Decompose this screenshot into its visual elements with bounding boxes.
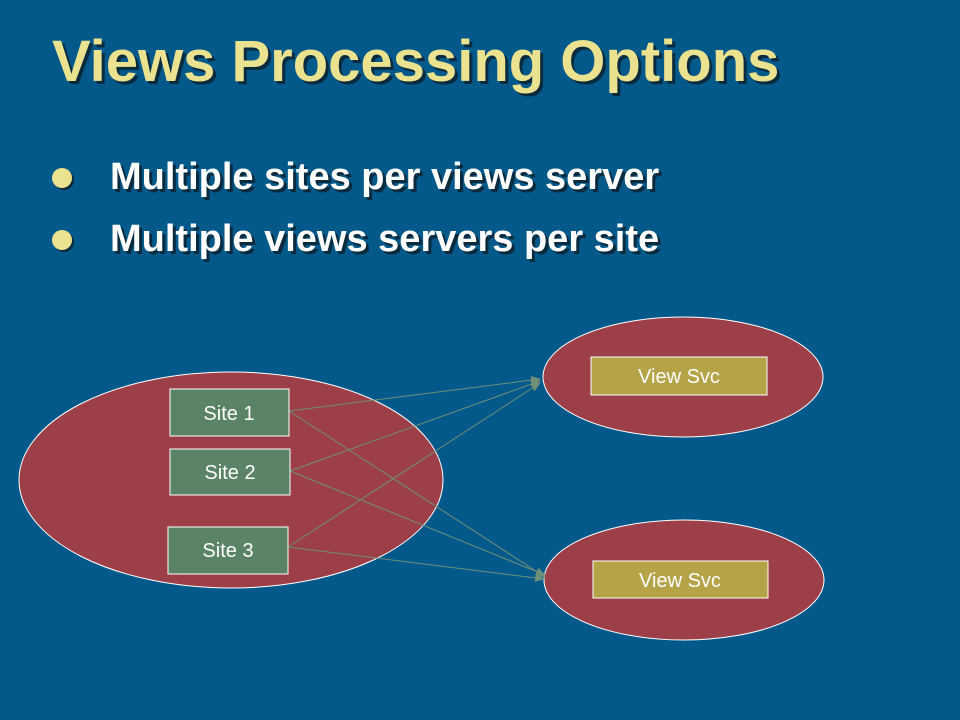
site-box: Site 3 [167, 526, 289, 575]
connector-arrow [287, 382, 541, 548]
connector-group [287, 376, 546, 582]
server-box: View Svc [590, 356, 768, 396]
connector-arrow [287, 546, 545, 582]
bullet-text: Multiple views servers per site [110, 218, 660, 260]
slide-title: Views Processing Options [52, 29, 780, 94]
connector-arrow [288, 376, 541, 412]
connector-arrow [288, 410, 546, 578]
server-box: View Svc [592, 560, 769, 599]
site-label: Site 1 [203, 403, 254, 425]
site-box: Site 2 [169, 448, 291, 496]
server-label: View Svc [639, 570, 721, 592]
server-label: View Svc [638, 366, 720, 388]
bullet-text: Multiple sites per views server [110, 156, 660, 198]
site-box: Site 1 [169, 388, 290, 437]
bullet-dot-icon [52, 230, 72, 250]
site-label: Site 2 [204, 462, 255, 484]
connector-arrow [289, 470, 546, 576]
connector-arrow [289, 380, 541, 472]
site-label: Site 3 [202, 540, 253, 562]
bullet-dot-icon [52, 168, 72, 188]
